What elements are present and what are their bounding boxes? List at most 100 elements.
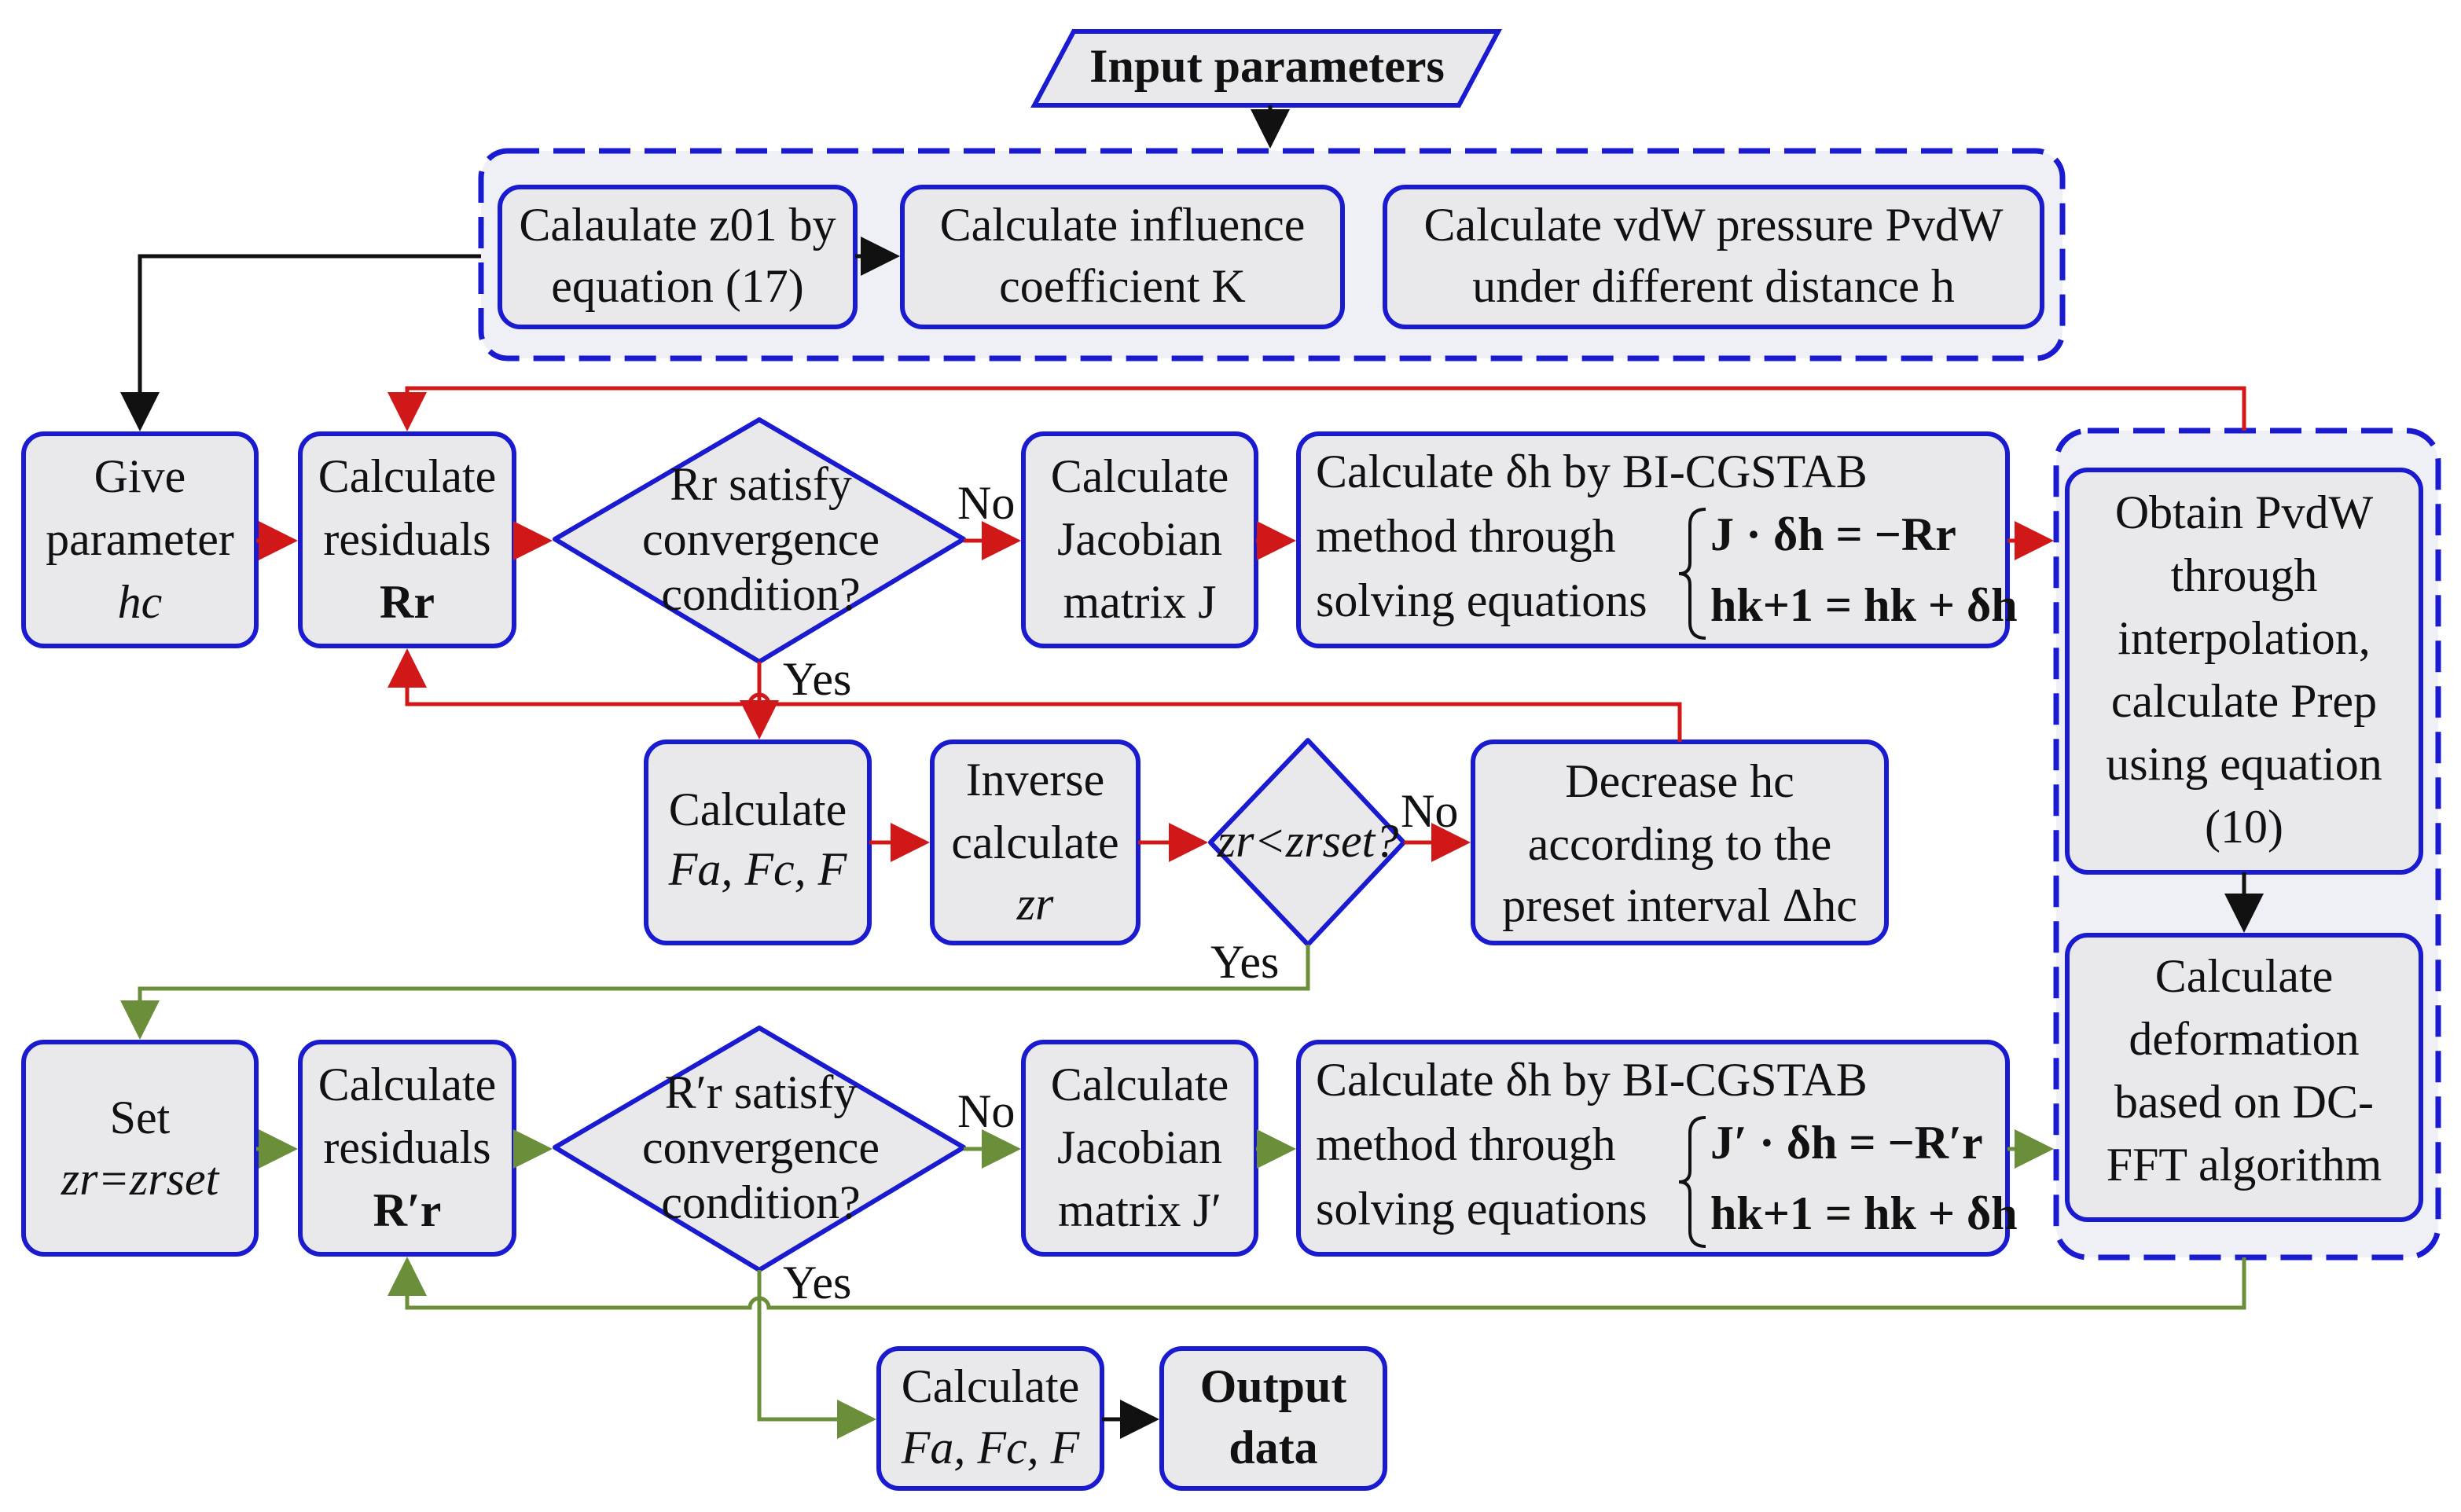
arrow-loopback-to-residuals [388, 386, 2246, 431]
solve-dh-box-2: Calculate δh by BI-CGSTAB method through… [1296, 1040, 2018, 1257]
forces2-line1: Calculate [902, 1360, 1080, 1412]
deform-line1: Calculate [2155, 950, 2334, 1002]
zr-decision-label: zr<zrset? [1217, 815, 1399, 867]
arrow-loopback2-to-residuals2 [388, 1257, 2246, 1310]
calc-influence-line1: Calculate influence [940, 199, 1306, 251]
obtain-line5: using equation [2106, 738, 2382, 790]
solve1-eq1: J · δh = −Rr [1710, 508, 1956, 560]
forces1-line1: Calculate [669, 784, 847, 835]
forces2-line2: Fa, Fc, F [901, 1422, 1081, 1473]
obtain-line1: Obtain PvdW [2115, 486, 2374, 538]
solve1-line3: solving equations [1316, 574, 1647, 626]
jacobian2-line2: Jacobian [1057, 1121, 1222, 1173]
solve2-line1: Calculate δh by BI-CGSTAB [1316, 1054, 1868, 1106]
calc-influence-box: Calculate influence coefficient K [900, 185, 1345, 329]
inverse-line3: zr [1016, 878, 1054, 930]
decision1-line2: convergence [642, 513, 880, 565]
calc-forces-box-1: Calculate Fa, Fc, F [644, 739, 872, 945]
deform-line4: FFT algorithm [2107, 1139, 2382, 1191]
give-parameter-line3: hc [118, 576, 163, 628]
convergence-decision-2: R′r satisfy convergence condition? [553, 1026, 966, 1272]
decision1-yes-label: Yes [783, 653, 851, 705]
output-data-box: Output data [1159, 1346, 1387, 1491]
decrease-hc-box: Decrease hc according to the preset inte… [1471, 739, 1889, 945]
calc-z01-box: Calaulate z01 by equation (17) [498, 185, 858, 329]
solve2-line3: solving equations [1316, 1183, 1647, 1235]
output-line1: Output [1200, 1360, 1347, 1412]
deformation-box: Calculate deformation based on DC- FFT a… [2065, 933, 2423, 1222]
inverse-line1: Inverse [966, 754, 1105, 806]
jacobian2-line1: Calculate [1051, 1059, 1229, 1110]
calc-forces-box-2: Calculate Fa, Fc, F [876, 1346, 1104, 1491]
output-line2: data [1229, 1422, 1317, 1473]
set-line1: Set [110, 1092, 171, 1143]
deform-line2: deformation [2129, 1013, 2359, 1065]
brace-2 [1678, 1116, 1706, 1248]
residuals-r-line1: Calculate [318, 450, 497, 502]
decision1-line3: condition? [661, 568, 860, 620]
decrease-line3: preset interval Δhc [1502, 879, 1857, 931]
solve1-line2: method through [1316, 510, 1616, 562]
solve2-eq1: J′ · δh = −R′r [1710, 1117, 1983, 1169]
arrow-decrease-to-residuals [388, 648, 1682, 742]
obtain-line4: calculate Prep [2111, 675, 2377, 727]
jacobian-j-box: Calculate Jacobian matrix J [1021, 431, 1258, 648]
calc-vdw-box: Calculate vdW pressure PvdW under differ… [1383, 185, 2044, 329]
residuals-r2-box: Calculate residuals R′r [298, 1040, 516, 1257]
forces1-line2: Fa, Fc, F [668, 843, 848, 895]
inverse-line2: calculate [951, 817, 1118, 868]
zr-decision: zr<zrset? [1208, 738, 1406, 947]
solve1-line1: Calculate δh by BI-CGSTAB [1316, 446, 1868, 497]
obtain-line3: interpolation, [2118, 612, 2371, 664]
decrease-line1: Decrease hc [1565, 755, 1794, 807]
brace-1 [1678, 508, 1706, 640]
decision2-line2: convergence [642, 1121, 880, 1173]
give-parameter-line1: Give [94, 450, 186, 502]
input-parameters-label: Input parameters [1089, 40, 1445, 92]
convergence-decision-1: Rr satisfy convergence condition? [553, 417, 966, 664]
zr-no-label: No [1401, 785, 1458, 837]
obtain-line2: through [2171, 549, 2318, 601]
arrow-group-to-give [120, 254, 481, 431]
residuals2-line1: Calculate [318, 1059, 497, 1110]
calc-z01-line2: equation (17) [551, 260, 804, 312]
calc-vdw-line1: Calculate vdW pressure PvdW [1423, 199, 2003, 251]
obtain-line6: (10) [2205, 801, 2283, 853]
jacobian-j-line2: Jacobian [1057, 513, 1222, 565]
residuals-r-line3: Rr [380, 576, 435, 628]
inverse-zr-box: Inverse calculate zr [930, 739, 1141, 945]
decrease-line2: according to the [1528, 818, 1832, 870]
calc-z01-line1: Calaulate z01 by [519, 199, 836, 251]
give-parameter-line2: parameter [46, 513, 234, 565]
calc-influence-line2: coefficient K [999, 260, 1246, 312]
residuals2-line2: residuals [323, 1121, 490, 1173]
jacobian2-line3: matrix J′ [1058, 1184, 1221, 1236]
solve-dh-box-1: Calculate δh by BI-CGSTAB method through… [1296, 431, 2018, 648]
solve2-eq2: hk+1 = hk + δh [1710, 1187, 2018, 1239]
residuals-r-box: Calculate residuals Rr [298, 431, 516, 648]
solve2-line2: method through [1316, 1118, 1616, 1170]
residuals2-line3: R′r [373, 1184, 442, 1236]
residuals-r-line2: residuals [323, 513, 490, 565]
deform-line3: based on DC- [2114, 1076, 2374, 1128]
obtain-pvdw-box: Obtain PvdW through interpolation, calcu… [2065, 468, 2423, 875]
decision2-line3: condition? [661, 1176, 860, 1228]
decision2-line1: R′r satisfy [665, 1066, 858, 1118]
set-line2: zr=zrset [61, 1153, 220, 1205]
decision2-yes-label: Yes [783, 1257, 851, 1308]
decision1-line1: Rr satisfy [670, 458, 852, 510]
set-zr-box: Set zr=zrset [21, 1040, 259, 1257]
arrow-zr-yes-to-set [120, 945, 1310, 1040]
give-parameter-box: Give parameter hc [21, 431, 259, 648]
arrow-decision2-to-forces2 [757, 1270, 876, 1439]
decision1-no-label: No [957, 477, 1015, 529]
jacobian-j2-box: Calculate Jacobian matrix J′ [1021, 1040, 1258, 1257]
jacobian-j-line1: Calculate [1051, 450, 1229, 502]
calc-vdw-line2: under different distance h [1472, 260, 1955, 312]
zr-yes-label: Yes [1210, 936, 1279, 988]
decision2-no-label: No [957, 1085, 1015, 1137]
input-parameters: Input parameters [1030, 29, 1502, 108]
jacobian-j-line3: matrix J [1063, 576, 1217, 628]
solve1-eq2: hk+1 = hk + δh [1710, 579, 2018, 631]
